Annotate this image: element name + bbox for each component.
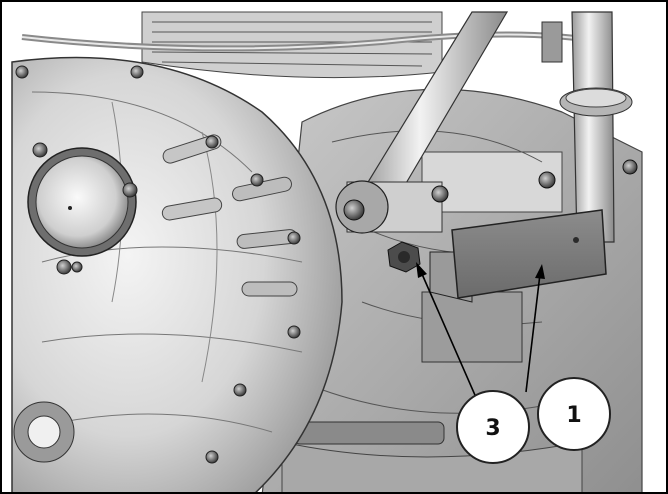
- leader-line-3: [421, 273, 479, 403]
- bracket-plate: [429, 209, 607, 303]
- drain-hole: [13, 401, 75, 463]
- leader-arrow-3: [416, 262, 427, 278]
- leader-arrow-1: [535, 264, 545, 279]
- bracket-nut: [387, 241, 421, 273]
- callout-3: 3: [456, 390, 530, 464]
- leader-line-1: [525, 273, 541, 393]
- frame-tubes: [361, 11, 633, 243]
- cover-bolts: [15, 65, 301, 464]
- callout-3-label: 3: [485, 416, 500, 441]
- callout-1-label: 1: [566, 403, 581, 428]
- callout-1: 1: [537, 377, 611, 451]
- inspection-cap: [27, 142, 138, 275]
- pivot-mount: [335, 159, 638, 234]
